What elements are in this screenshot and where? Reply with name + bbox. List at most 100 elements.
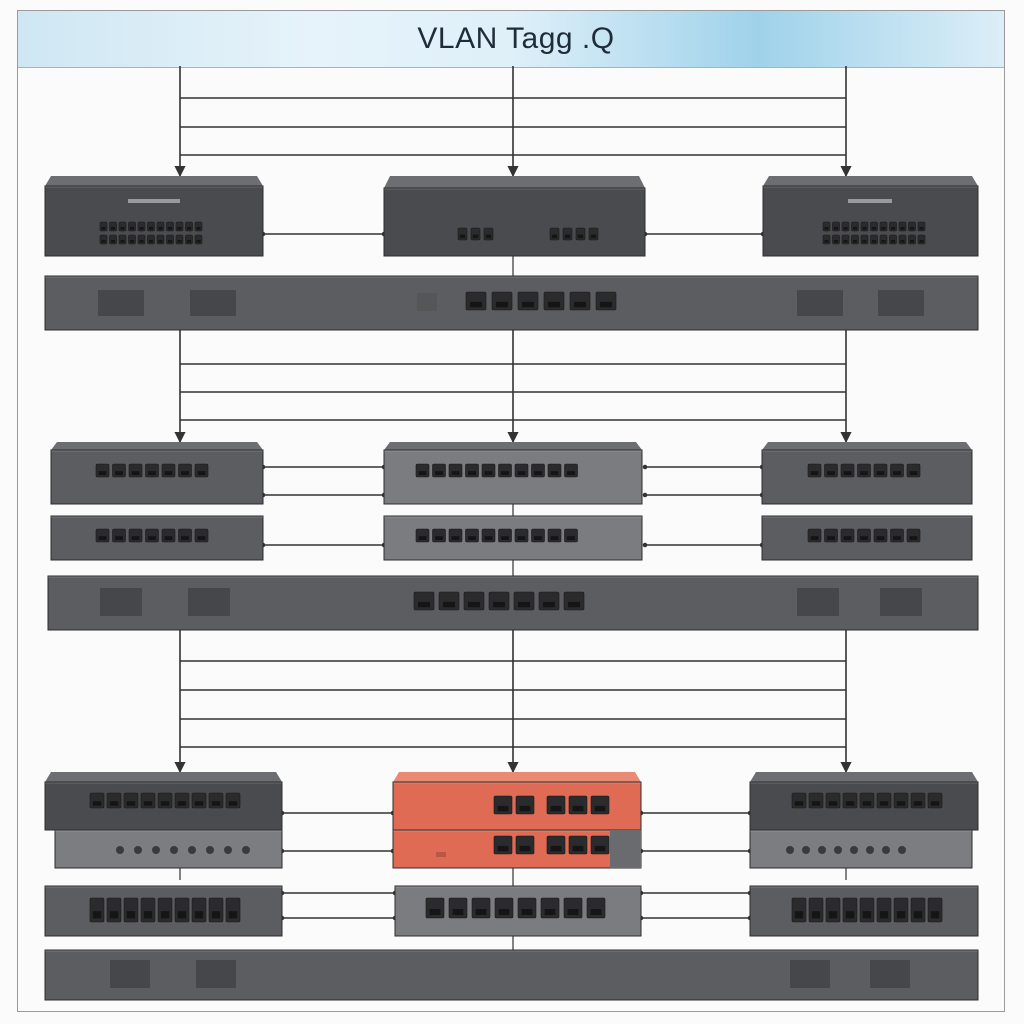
port-contact [186,239,192,243]
port-contact [126,801,136,806]
port-contact [493,601,505,608]
port-contact [567,909,579,915]
device-top [45,176,263,186]
port-contact [501,471,509,476]
device-top [762,442,972,450]
port-contact [794,911,804,919]
port-contact [833,239,839,243]
port-contact [900,226,905,230]
wire-layer [174,66,852,950]
access-switch [761,442,973,505]
device-top [750,772,978,782]
port-contact [468,536,476,541]
port-contact [900,239,905,243]
port-led [786,846,794,854]
port-contact [550,805,562,812]
port-contact [131,471,140,476]
module-slot [190,290,236,316]
network-switch [383,176,646,257]
port-contact [148,471,156,476]
port-contact [518,601,530,608]
port-contact [876,536,885,541]
port-contact [194,801,204,806]
port-contact [101,239,106,243]
port-contact [468,471,476,476]
access-switch [383,515,643,561]
port-contact [418,471,427,476]
module-slot [797,290,843,316]
port-contact [534,471,542,476]
port-contact [459,234,466,239]
module-slot [188,588,230,616]
port-contact [876,471,885,476]
port-contact [101,226,106,230]
device-label-strip [848,199,892,203]
port-contact [143,801,153,806]
port-contact [590,909,602,915]
device-layer [44,176,979,1001]
port-led [898,846,906,854]
port-contact [600,301,612,308]
port-contact [930,801,940,806]
port-contact [468,601,480,608]
device-body [762,185,979,257]
port-contact [211,911,221,919]
port-contact [843,471,852,476]
port-contact [485,234,492,239]
port-led [224,846,232,854]
module-slot [100,588,142,616]
port-contact [827,471,835,476]
access-switch [749,885,979,937]
port-contact [860,471,868,476]
port-contact [862,226,867,230]
port-contact [110,226,116,230]
port-contact [120,226,125,230]
port-contact [551,234,558,239]
device-body [44,949,979,1001]
port-contact [158,239,163,243]
port-led [850,846,858,854]
port-contact [517,471,526,476]
port-contact [451,536,460,541]
port-contact [519,845,531,852]
diagram-title: VLAN Tagg .Q [417,22,615,55]
port-contact [893,471,901,476]
core-switch [44,275,979,331]
device-label-strip [128,199,180,203]
port-contact [498,909,510,915]
core-switch [47,575,979,631]
port-led [866,846,874,854]
port-contact [164,471,173,476]
device-label-strip [436,852,446,857]
title-bar: VLAN Tagg .Q [18,11,1004,68]
port-contact [475,909,487,915]
port-contact [115,536,123,541]
port-contact [452,909,464,915]
port-contact [893,536,901,541]
port-contact [913,911,923,919]
access-switch [749,829,973,869]
module-slot [417,293,437,311]
module-slot [790,960,830,988]
port-led [802,846,810,854]
port-contact [129,239,135,243]
port-contact [496,301,508,308]
module-slot [98,290,144,316]
port-contact [810,536,819,541]
module-slot [870,960,910,988]
port-contact [919,226,924,230]
port-contact [828,911,838,919]
port-contact [109,801,119,806]
port-contact [577,234,584,239]
port-led [152,846,160,854]
port-contact [519,805,531,812]
access-switch [749,772,979,831]
access-switch [44,885,283,937]
port-contact [871,239,877,243]
port-led [834,846,842,854]
port-contact [517,536,526,541]
port-contact [143,911,153,919]
port-contact [211,801,221,806]
port-contact [186,226,192,230]
port-contact [443,601,455,608]
